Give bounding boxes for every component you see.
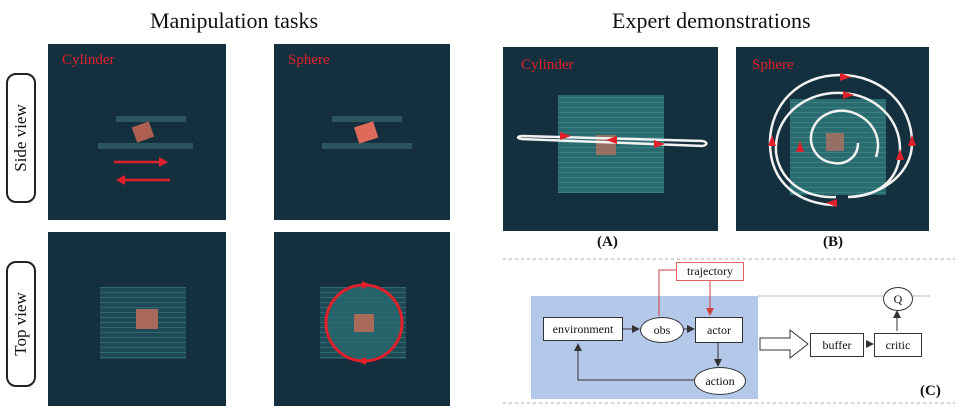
expert-sphere-panel: Sphere <box>736 47 929 231</box>
top-view-label: Top view <box>6 261 36 387</box>
panel-label: Sphere <box>288 52 330 68</box>
caption-c: (C) <box>920 383 941 399</box>
actor-node: actor <box>695 317 743 343</box>
side-view-cylinder-panel: Cylinder <box>48 44 226 220</box>
expert-sphere-trajectory <box>768 73 916 207</box>
side-view-label: Side view <box>6 73 36 203</box>
top-view-sphere-panel <box>274 232 450 406</box>
expert-cylinder-trajectory <box>516 95 708 193</box>
q-node: Q <box>883 287 913 311</box>
top-view-cylinder-scene <box>100 287 186 359</box>
top-view-cylinder-panel <box>48 232 226 406</box>
side-view-sphere-scene <box>322 116 412 149</box>
buffer-node: buffer <box>810 333 864 357</box>
expert-demonstrations-heading: Expert demonstrations <box>612 8 811 33</box>
caption-b: (B) <box>823 234 843 250</box>
side-view-sphere-panel: Sphere <box>274 44 450 220</box>
environment-node: environment <box>543 317 623 341</box>
manipulation-tasks-heading: Manipulation tasks <box>150 8 319 33</box>
critic-node: critic <box>874 333 922 357</box>
side-view-cylinder-scene <box>98 116 193 185</box>
caption-a: (A) <box>597 234 618 250</box>
panel-label: Cylinder <box>62 52 115 68</box>
top-view-sphere-scene <box>320 281 406 365</box>
expert-cylinder-panel: Cylinder <box>503 47 718 231</box>
panel-label: Sphere <box>752 57 794 73</box>
action-node: action <box>694 367 746 395</box>
panel-label: Cylinder <box>521 57 574 73</box>
obs-node: obs <box>640 317 684 343</box>
trajectory-node: trajectory <box>676 262 744 281</box>
